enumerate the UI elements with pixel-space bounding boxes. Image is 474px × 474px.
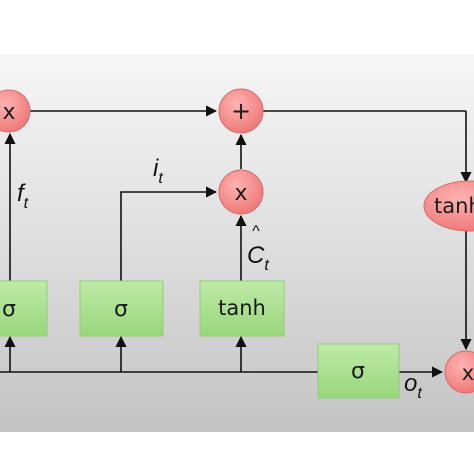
candidate-hat: ^ <box>252 223 260 240</box>
input-gate-label: σ <box>114 297 128 322</box>
forget-multiply-node: x <box>0 89 31 133</box>
connections <box>0 105 472 378</box>
output-gate-label: σ <box>351 359 365 384</box>
candidate-output-label: Ct <box>247 242 269 274</box>
input-gate-to-mult-arrow <box>120 186 218 281</box>
cell-add-symbol: + <box>231 97 251 125</box>
output-gate-output-label: ot <box>404 370 422 402</box>
forget-gate-output-label: ft <box>17 180 29 212</box>
input-multiply-symbol: x <box>234 181 247 206</box>
forget-multiply-symbol: x <box>2 100 15 125</box>
output-gate-box: σ <box>317 343 400 399</box>
cell-add-node: + <box>218 88 264 134</box>
candidate-gate-label: tanh <box>218 296 266 320</box>
forget-gate-box: σ <box>0 280 48 337</box>
input-multiply-node: x <box>218 169 264 215</box>
input-gate-output-label: it <box>153 155 163 187</box>
output-tanh-node: tanh <box>423 180 474 232</box>
output-multiply-symbol: x <box>462 361 474 385</box>
input-gate-box: σ <box>79 280 164 337</box>
output-multiply-node: x <box>444 350 474 394</box>
forget-gate-label: σ <box>2 297 16 322</box>
candidate-gate-box: tanh <box>199 280 285 337</box>
output-tanh-label: tanh <box>434 194 474 218</box>
